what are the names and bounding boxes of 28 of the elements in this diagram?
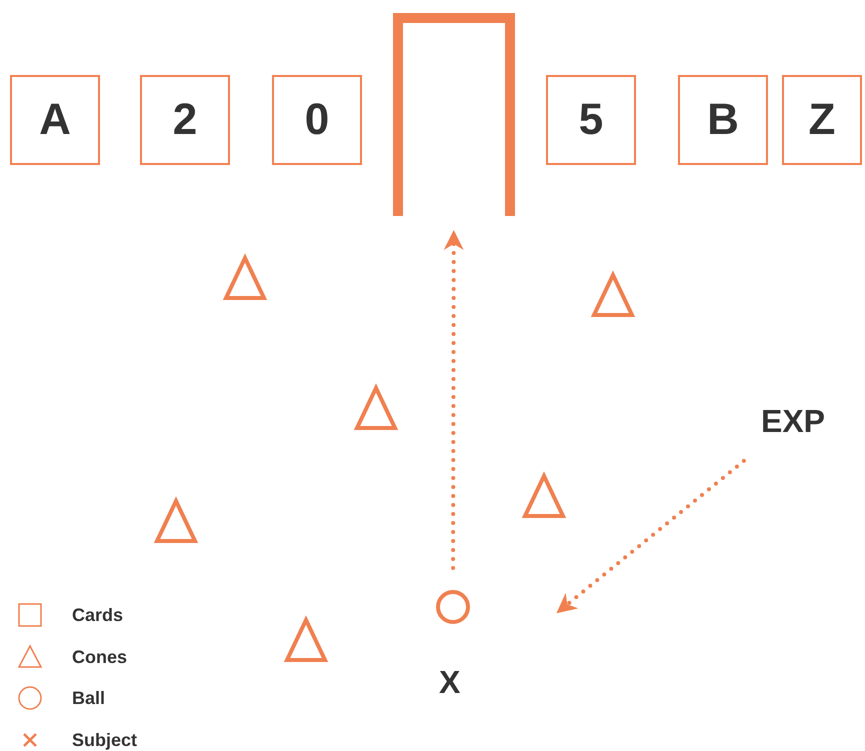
legend-label: Cards	[72, 605, 124, 626]
card-character: 5	[578, 95, 604, 145]
card-character: 2	[172, 95, 198, 145]
card	[10, 75, 100, 165]
ball-icon	[436, 590, 470, 624]
goal-frame	[393, 13, 515, 216]
cone-icon	[591, 272, 635, 318]
legend-label: Ball	[72, 688, 106, 709]
card	[272, 75, 362, 165]
text-label: EXP	[755, 400, 831, 442]
dotted-arrow	[444, 230, 464, 570]
cone-icon	[154, 498, 198, 544]
legend-label: Cones	[72, 647, 128, 668]
card	[678, 75, 768, 165]
card	[546, 75, 636, 165]
card-character: 0	[304, 95, 330, 145]
card	[782, 75, 862, 165]
cone-icon	[223, 255, 267, 301]
cone-icon	[284, 617, 328, 663]
dotted-arrow	[556, 458, 746, 614]
card-character: A	[39, 95, 71, 145]
cone-icon	[522, 473, 566, 519]
cone-icon	[354, 385, 398, 431]
card	[140, 75, 230, 165]
subject-marker: X	[439, 664, 460, 701]
card-character: Z	[808, 95, 836, 145]
card-character: B	[707, 95, 739, 145]
legend-label: Subject	[72, 730, 138, 751]
